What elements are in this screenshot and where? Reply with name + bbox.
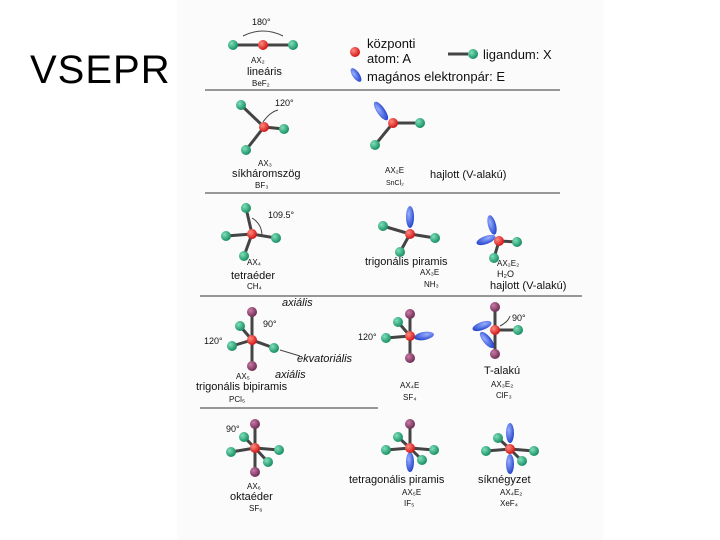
formula-ax2e: AX₂E (385, 166, 404, 175)
name-square-planar: síknégyzet (478, 474, 531, 486)
legend-central-line2: atom: A (367, 51, 411, 66)
ligand-icon (468, 49, 478, 59)
molecule-seesaw: 120° AX₄E SF₄ (358, 309, 434, 402)
example-pcl5: PCl₅ (229, 395, 245, 404)
name-linear: lineáris (247, 66, 282, 78)
angle-109: 109.5° (268, 210, 295, 220)
example-clf3: ClF₃ (496, 391, 512, 400)
label-ekvatorialis: ekvatoriális (297, 353, 353, 365)
name-octahedral: oktaéder (230, 491, 273, 503)
formula-ax3: AX₃ (258, 159, 272, 168)
molecule-tetrahedral: 109.5° AX₄ tetraéder CH₄ (221, 203, 295, 291)
formula-ax6: AX₆ (247, 482, 261, 491)
formula-ax4e2: AX₄E₂ (500, 488, 522, 497)
example-if5: IF₅ (404, 499, 414, 508)
molecule-tbp: axiális 90° 120° ekvatoriális axiális AX… (196, 297, 353, 404)
molecule-linear: 180° AX₂ lineáris BeF₂ (228, 17, 298, 88)
example-h2o: H₂O (497, 269, 514, 279)
formula-ax2: AX₂ (251, 56, 265, 65)
name-t-shape: T-alakú (484, 365, 520, 377)
label-axialis-top: axiális (282, 297, 313, 309)
formula-ax4: AX₄ (247, 258, 261, 267)
example-nh3: NH₃ (424, 280, 439, 289)
name-bent-ax2e: hajlott (V-alakú) (430, 169, 506, 181)
formula-ax5e: AX₅E (402, 488, 421, 497)
name-trigonal-pyramid: trigonális piramis (365, 256, 448, 268)
label-axialis-bottom: axiális (275, 369, 306, 381)
angle-120: 120° (275, 98, 294, 108)
example-ch4: CH₄ (247, 282, 262, 291)
molecule-square-pyramid: tetragonális piramis AX₅E IF₅ (349, 419, 445, 508)
angle-180: 180° (252, 17, 271, 27)
molecule-octahedral: 90° AX₆ oktaéder SF₆ (226, 419, 284, 513)
example-sf4: SF₄ (403, 393, 417, 402)
angle-90: 90° (263, 319, 277, 329)
angle-90-t: 90° (512, 313, 526, 323)
example-bf3: BF₃ (255, 181, 268, 190)
angle-120-tbp: 120° (204, 336, 223, 346)
central-atom-icon (350, 47, 360, 57)
name-bent-ax2e2: hajlott (V-alakú) (490, 280, 566, 292)
formula-ax5: AX₅ (236, 372, 250, 381)
molecule-square-planar: síknégyzet AX₄E₂ XeF₄ (478, 423, 539, 508)
name-square-pyramid: tetragonális piramis (349, 474, 445, 486)
formula-ax2e2: AX₂E₂ (497, 259, 519, 268)
example-sncl2: SnCl₂ (386, 180, 404, 187)
name-trigonal-planar: síkháromszög (232, 168, 300, 180)
angle-90-oct: 90° (226, 424, 240, 434)
legend-lone-pair: magános elektronpár: E (367, 69, 505, 84)
name-tbp: trigonális bipiramis (196, 381, 288, 393)
angle-120-seesaw: 120° (358, 332, 377, 342)
molecule-bent-ax2e: AX₂E hajlott (V-alakú) SnCl₂ (370, 101, 506, 187)
legend-ligand: ligandum: X (483, 47, 552, 62)
example-bef2: BeF₂ (252, 79, 270, 88)
example-sf6: SF₆ (249, 504, 262, 513)
molecule-trigonal-planar: 120° AX₃ síkháromszög BF₃ (232, 98, 300, 190)
lone-pair-icon (350, 68, 362, 82)
name-tetrahedral: tetraéder (231, 270, 275, 282)
formula-ax3e: AX₃E (420, 268, 439, 277)
example-xef4: XeF₄ (500, 499, 518, 508)
legend-central-line1: központi (367, 36, 416, 51)
molecule-trigonal-pyramid: trigonális piramis AX₃E NH₃ (365, 206, 448, 289)
formula-ax4e: AX₄E (400, 381, 419, 390)
formula-ax3e2: AX₃E₂ (491, 380, 513, 389)
molecule-bent-ax2e2: AX₂E₂ H₂O hajlott (V-alakú) (476, 215, 566, 292)
slide-title: VSEPR (30, 48, 171, 92)
legend: központi atom: A ligandum: X magános ele… (350, 36, 552, 84)
molecule-t-shape: 90° T-alakú AX₃E₂ ClF₃ (472, 302, 526, 400)
